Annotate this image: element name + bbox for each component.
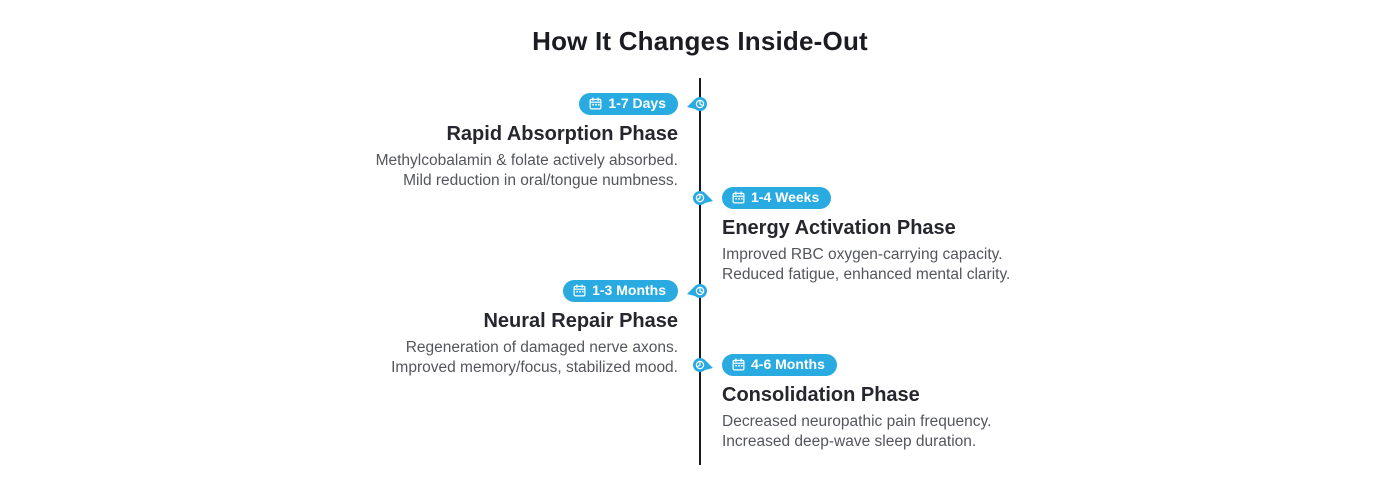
calendar-icon	[589, 97, 602, 110]
page-title: How It Changes Inside-Out	[532, 26, 868, 56]
phase-item: 4-6 Months Consolidation Phase Decreased…	[722, 354, 1152, 452]
clock-icon	[687, 97, 707, 111]
phase-item: 1-3 Months Neural Repair Phase Regenerat…	[248, 280, 678, 378]
clock-icon	[693, 191, 713, 205]
timeline-marker	[692, 190, 714, 206]
duration-badge-label: 1-7 Days	[608, 95, 666, 111]
duration-badge-label: 4-6 Months	[751, 356, 825, 372]
duration-badge: 1-7 Days	[579, 93, 678, 115]
phase-title: Consolidation Phase	[722, 384, 920, 406]
phase-title: Rapid Absorption Phase	[446, 123, 678, 145]
duration-badge: 1-3 Months	[563, 280, 678, 302]
timeline-marker	[686, 96, 708, 112]
calendar-icon	[573, 284, 586, 297]
phase-title: Neural Repair Phase	[483, 310, 678, 332]
timeline-marker	[692, 357, 714, 373]
calendar-icon	[732, 358, 745, 371]
phase-description-line: Regeneration of damaged nerve axons.	[405, 339, 678, 356]
phase-title: Energy Activation Phase	[722, 217, 956, 239]
clock-icon	[693, 358, 713, 372]
phase-description-line: Improved memory/focus, stabilized mood.	[391, 359, 678, 376]
timeline-line	[699, 78, 701, 465]
phase-description-line: Methylcobalamin & folate actively absorb…	[375, 152, 678, 169]
phase-description-line: Increased deep-wave sleep duration.	[722, 433, 977, 450]
duration-badge-label: 1-4 Weeks	[751, 189, 820, 205]
phase-description-line: Mild reduction in oral/tongue numbness.	[403, 172, 678, 189]
timeline-marker	[686, 283, 708, 299]
clock-icon	[687, 284, 707, 298]
phase-description-line: Decreased neuropathic pain frequency.	[722, 413, 992, 430]
phase-description-line: Reduced fatigue, enhanced mental clarity…	[722, 266, 1011, 283]
phase-item: 1-4 Weeks Energy Activation Phase Improv…	[722, 187, 1152, 285]
duration-badge: 1-4 Weeks	[722, 187, 832, 209]
calendar-icon	[732, 191, 745, 204]
duration-badge: 4-6 Months	[722, 354, 837, 376]
duration-badge-label: 1-3 Months	[592, 282, 666, 298]
phase-description-line: Improved RBC oxygen-carrying capacity.	[722, 246, 1003, 263]
phase-item: 1-7 Days Rapid Absorption Phase Methylco…	[248, 93, 678, 191]
